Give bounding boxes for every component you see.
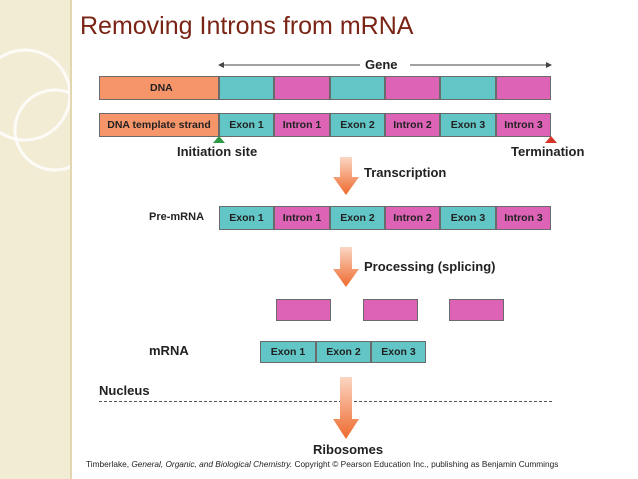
removed-intron-2 [363, 299, 418, 321]
mrna-exon-1: Exon 1 [260, 341, 316, 363]
credit-suffix: Copyright © Pearson Education Inc., publ… [292, 459, 559, 469]
mrna-exon-3: Exon 3 [371, 341, 426, 363]
gene-label: Gene [365, 57, 398, 72]
dna-exon-3 [440, 76, 496, 100]
dna-exon-2 [330, 76, 385, 100]
template-strand: DNA template strand [99, 113, 219, 137]
removed-intron-3 [449, 299, 504, 321]
dna-exon-1 [219, 76, 274, 100]
sidebar-circles-decoration [0, 48, 72, 172]
ribosomes-label: Ribosomes [313, 442, 384, 457]
pre-mrna-intron-3: Intron 3 [496, 206, 551, 230]
gene-span-arrow [218, 62, 552, 68]
slide-title: Removing Introns from mRNA [80, 12, 414, 40]
termination-marker-icon [545, 136, 557, 143]
transcription-label: Transcription [364, 165, 447, 180]
pre-mrna-intron-1: Intron 1 [274, 206, 330, 230]
template-exon-2: Exon 2 [330, 113, 385, 137]
initiation-marker-icon [213, 136, 225, 143]
processing-label: Processing (splicing) [364, 259, 496, 274]
transcription-arrow-icon [333, 157, 359, 195]
dna-intron-3 [496, 76, 551, 100]
template-exon-1: Exon 1 [219, 113, 274, 137]
template-strand-label: DNA template strand [107, 119, 211, 131]
credit-book-title: General, Organic, and Biological Chemist… [131, 459, 293, 469]
dna-intron-1 [274, 76, 330, 100]
dna-intron-2 [385, 76, 440, 100]
termination-label: Termination [511, 144, 585, 159]
template-exon-3: Exon 3 [440, 113, 496, 137]
nuclear-membrane-line [99, 401, 552, 402]
template-intron-1: Intron 1 [274, 113, 330, 137]
removed-intron-1 [276, 299, 331, 321]
credit-prefix: Timberlake, [86, 459, 132, 469]
dna-strand: DNA [99, 76, 219, 100]
template-intron-2: Intron 2 [385, 113, 440, 137]
pre-mrna-label: Pre-mRNA [149, 211, 205, 223]
decorative-sidebar [0, 0, 72, 479]
pre-mrna-exon-1: Exon 1 [219, 206, 274, 230]
pre-mrna-intron-2: Intron 2 [385, 206, 440, 230]
initiation-site-label: Initiation site [177, 144, 258, 159]
nucleus-label: Nucleus [99, 383, 150, 398]
export-arrow-icon [333, 377, 359, 439]
dna-label: DNA [150, 82, 173, 94]
mrna-label: mRNA [149, 343, 189, 358]
pre-mrna-exon-3: Exon 3 [440, 206, 496, 230]
processing-arrow-icon [333, 247, 359, 287]
mrna-exon-2: Exon 2 [316, 341, 371, 363]
pre-mrna-exon-2: Exon 2 [330, 206, 385, 230]
template-intron-3: Intron 3 [496, 113, 551, 137]
figure-credit: Timberlake, General, Organic, and Biolog… [86, 459, 558, 469]
